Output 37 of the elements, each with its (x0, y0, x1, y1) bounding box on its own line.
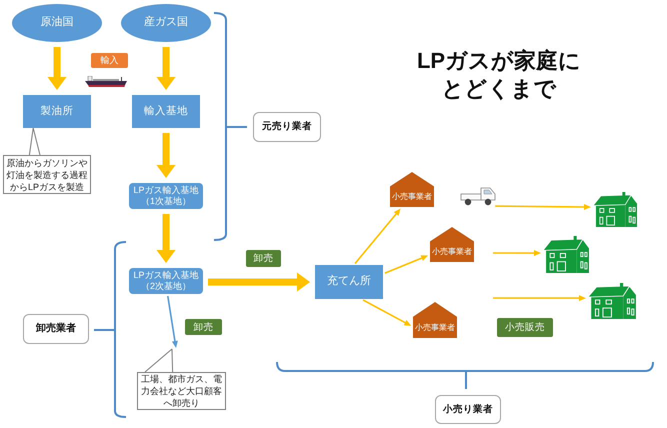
label-box: 卸売業者 (23, 314, 89, 344)
arrow (362, 299, 412, 326)
label-box: 小売り業者 (435, 395, 501, 424)
rounded-box: LPガス輸入基地（1次基地） (129, 183, 203, 209)
arrow (156, 133, 176, 178)
process-box: 製油所 (23, 95, 91, 128)
leader-line (28, 128, 40, 156)
arrow (354, 208, 401, 264)
edge-label: 卸売 (185, 319, 222, 335)
arrow (156, 47, 176, 90)
arrow (493, 250, 541, 256)
title: LPガスが家庭にとどくまで (416, 47, 582, 103)
ellipse-node: 産ガス国 (121, 4, 211, 42)
ellipse-node: 原油国 (12, 4, 102, 42)
callout-box: 原油からガソリンや灯油を製造する過程からLPガスを製造 (3, 155, 91, 194)
house-shape-box: 小売事業者 (413, 302, 457, 338)
house-shape-box: 小売事業者 (390, 172, 434, 207)
badge: 小売販売 (497, 318, 553, 337)
truck-icon (460, 185, 496, 206)
rounded-box: LPガス輸入基地（2次基地） (129, 268, 203, 294)
badge: 輸入 (91, 53, 128, 68)
callout-box: 工場、都市ガス、電力会社など大口顧客へ卸売り (137, 372, 226, 410)
arrow (208, 272, 310, 292)
arrow (48, 47, 66, 90)
label-box: 元売り業者 (253, 112, 321, 142)
arrow (493, 295, 586, 302)
house-icon (543, 236, 590, 273)
arrow (495, 204, 591, 210)
arrow (167, 296, 178, 348)
house-icon (588, 283, 637, 319)
process-box: 充てん所 (315, 265, 383, 299)
house-shape-box: 小売事業者 (430, 227, 474, 262)
process-box: 輸入基地 (132, 95, 200, 128)
arrow (384, 255, 428, 274)
house-icon (593, 192, 638, 227)
edge-label: 卸売 (246, 250, 281, 267)
leader-line (144, 348, 174, 372)
